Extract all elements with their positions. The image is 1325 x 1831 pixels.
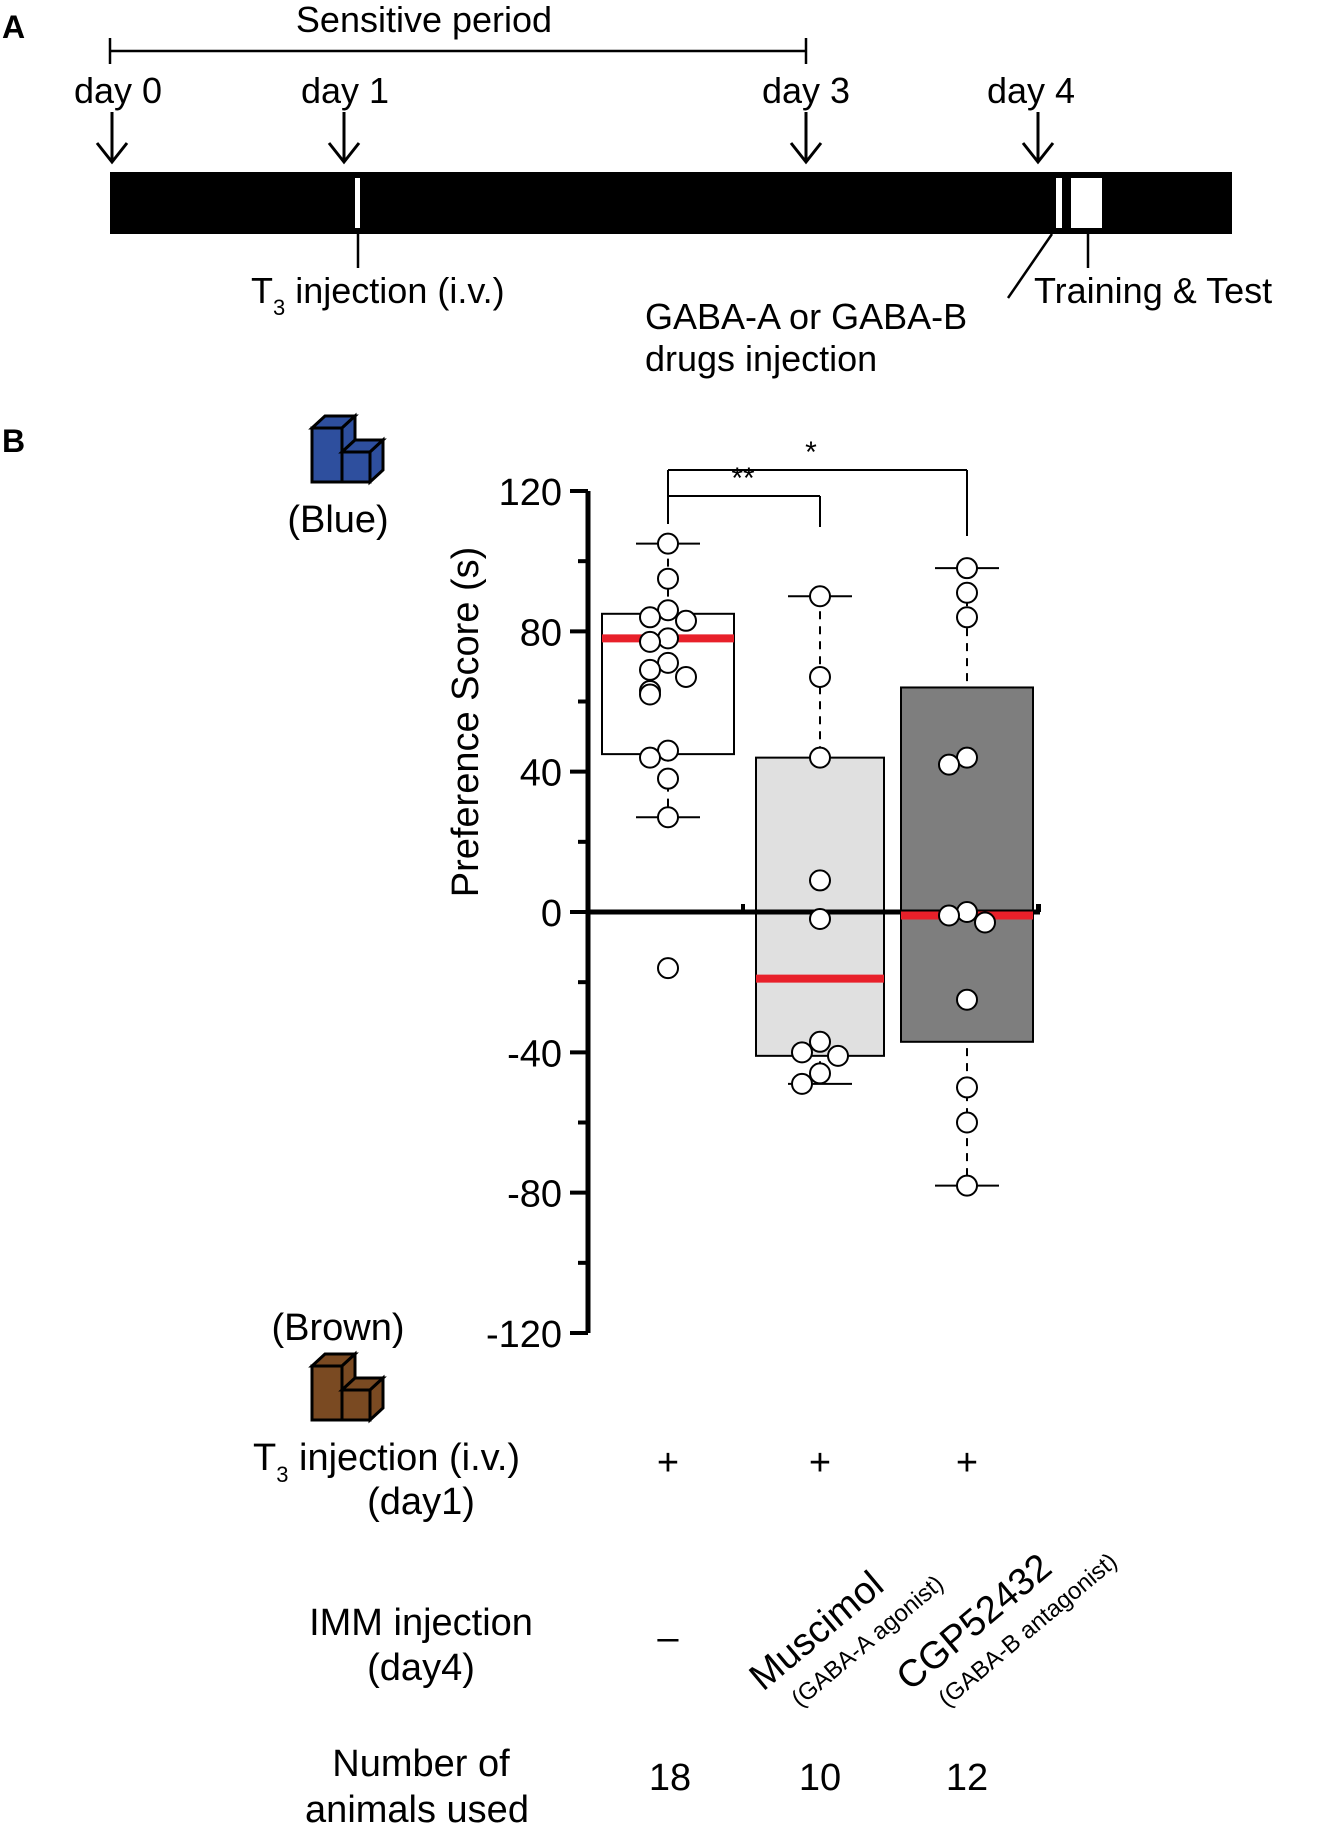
- day-3-arrow-icon: [789, 112, 823, 165]
- t3-row-value-2: +: [809, 1442, 831, 1484]
- data-point: [675, 665, 697, 688]
- data-point: [657, 957, 679, 980]
- t3-row-label-line1: T3 injection (i.v.): [253, 1437, 520, 1487]
- data-point: [639, 683, 661, 706]
- training-test-label: Training & Test: [1034, 270, 1272, 311]
- data-point: [639, 630, 661, 653]
- panel-a-label: A: [2, 9, 25, 45]
- data-point: [657, 739, 679, 762]
- data-point: [791, 1072, 813, 1095]
- data-point: [675, 609, 697, 632]
- gaba-injection-marker: [1056, 178, 1062, 228]
- gaba-injection-label-line2: drugs injection: [645, 338, 877, 379]
- data-point: [956, 581, 978, 604]
- data-point: [809, 1062, 831, 1085]
- y-tick-label: 40: [520, 753, 562, 795]
- day-3-label: day 3: [762, 70, 850, 111]
- gaba-injection-label-line1: GABA-A or GABA-B: [645, 296, 967, 337]
- n-row-value-3: 12: [946, 1757, 988, 1799]
- panel-a: A Sensitive period day 0 day 1 day 3 day…: [2, 0, 1272, 379]
- t3-row-label-line2: (day1): [367, 1481, 475, 1523]
- day-1-label: day 1: [301, 70, 389, 111]
- imm-row-label-line1: IMM injection: [309, 1602, 533, 1644]
- day-1-arrow-icon: [327, 112, 361, 165]
- data-point: [956, 1076, 978, 1099]
- data-point: [657, 599, 679, 622]
- significance-label: *: [805, 436, 817, 469]
- data-point: [809, 665, 831, 688]
- timeline-bar: [110, 172, 1232, 234]
- data-point: [956, 901, 978, 923]
- data-point: [974, 911, 996, 934]
- data-point: [956, 988, 978, 1011]
- box-iqr: [755, 756, 885, 1057]
- data-point: [956, 746, 978, 769]
- data-point: [639, 658, 661, 681]
- data-point: [956, 1174, 978, 1197]
- t3-row-value-1: +: [657, 1442, 679, 1484]
- data-point: [639, 606, 661, 629]
- y-tick-label: -80: [507, 1174, 562, 1216]
- data-point: [657, 767, 679, 790]
- data-point: [809, 746, 831, 769]
- imm-row-value-1: –: [657, 1617, 679, 1659]
- data-point: [956, 606, 978, 629]
- zero-tick: [1036, 904, 1041, 912]
- imm-row-label-line2: (day4): [367, 1647, 475, 1689]
- imm-row-cgp: CGP52432 (GABA-B antagonist): [889, 1546, 1123, 1713]
- data-point: [938, 753, 960, 776]
- data-point: [657, 567, 679, 590]
- data-point: [809, 869, 831, 892]
- day-4-label: day 4: [987, 70, 1075, 111]
- data-point: [827, 1044, 849, 1067]
- gaba-callout-line: [1006, 233, 1054, 299]
- n-row-value-2: 10: [799, 1757, 841, 1799]
- box-iqr: [900, 686, 1034, 1043]
- data-point: [809, 908, 831, 931]
- data-point: [657, 627, 679, 650]
- blue-label: (Blue): [287, 499, 388, 541]
- blue-box-icon: [308, 412, 387, 486]
- t3-row-value-3: +: [956, 1442, 978, 1484]
- data-point: [657, 532, 679, 555]
- y-tick-label: 0: [541, 893, 562, 935]
- t3-injection-label: T3 injection (i.v.): [251, 270, 505, 320]
- brown-box-icon: [308, 1350, 387, 1424]
- n-row-value-1: 18: [649, 1757, 691, 1799]
- n-row-label-line1: Number of: [332, 1743, 510, 1785]
- day-4-arrow-icon: [1021, 112, 1055, 165]
- data-point: [809, 585, 831, 608]
- y-tick-label: -120: [486, 1314, 562, 1356]
- data-point: [657, 806, 679, 829]
- data-point: [639, 746, 661, 769]
- data-point: [938, 904, 960, 927]
- significance-label: **: [731, 462, 755, 495]
- day-0-arrow-icon: [95, 112, 129, 165]
- data-point: [657, 651, 679, 674]
- n-row-label-line2: animals used: [305, 1789, 529, 1831]
- y-tick-label: 80: [520, 612, 562, 654]
- sensitive-period-label: Sensitive period: [296, 0, 552, 40]
- data-point: [956, 1111, 978, 1134]
- panel-b: B (Blue) (Brown) 120 80 40 0 -40 -80 -120 Prefe…: [2, 412, 1123, 1831]
- data-point: [791, 1041, 813, 1064]
- day-0-label: day 0: [74, 70, 162, 111]
- brown-label: (Brown): [271, 1307, 404, 1349]
- zero-tick: [741, 904, 745, 912]
- data-point: [809, 1030, 831, 1053]
- t3-injection-marker: [355, 178, 360, 228]
- y-tick-label: -40: [507, 1033, 562, 1075]
- y-axis-title: Preference Score (s): [445, 547, 487, 898]
- data-point: [956, 557, 978, 580]
- y-tick-label: 120: [499, 472, 562, 514]
- training-test-marker: [1071, 178, 1102, 228]
- panel-b-label: B: [2, 423, 25, 459]
